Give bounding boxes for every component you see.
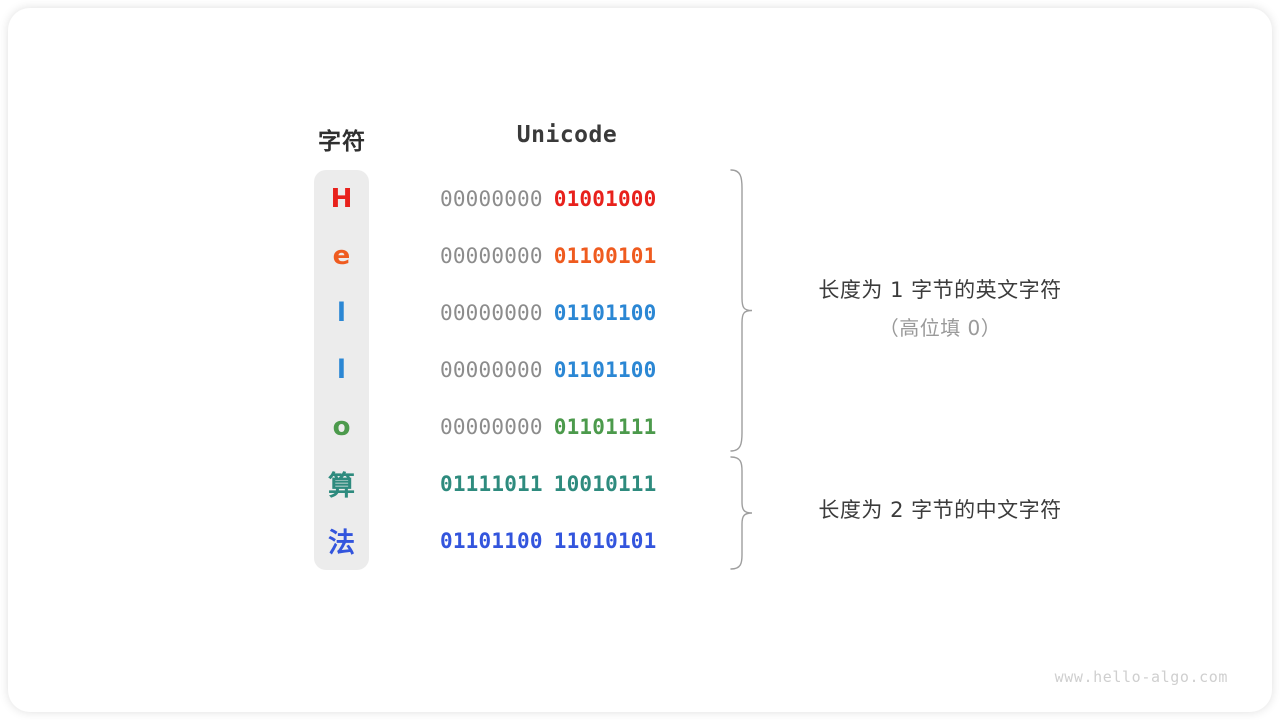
low-byte: 01101111 xyxy=(553,414,657,439)
low-byte: 01100101 xyxy=(553,243,657,268)
high-byte: 00000000 xyxy=(440,414,543,439)
annotation-cjk-main: 长度为 2 字节的中文字符 xyxy=(818,498,1062,522)
table-header-row: 字符 Unicode xyxy=(314,116,734,170)
high-byte: 00000000 xyxy=(440,243,543,268)
watermark: www.hello-algo.com xyxy=(1054,668,1228,686)
character-cell: o xyxy=(332,411,351,442)
character-cell: e xyxy=(332,240,351,271)
column-header-character: 字符 xyxy=(318,128,366,154)
unicode-binary-cell: 01111011 10010111 xyxy=(440,455,657,512)
character-cell: H xyxy=(330,183,353,214)
brace-cjk-rows xyxy=(730,456,753,570)
unicode-binary-cell: 00000000 01001000 xyxy=(440,170,657,227)
table-row: e 00000000 01100101 xyxy=(314,227,734,284)
table-row: 算 01111011 10010111 xyxy=(314,455,734,512)
unicode-table: 字符 Unicode H 00000000 01001000 e 00000000 011… xyxy=(314,116,734,570)
unicode-binary-cell: 01101100 11010101 xyxy=(440,512,657,569)
table-row: o 00000000 01101111 xyxy=(314,398,734,455)
high-byte: 00000000 xyxy=(440,357,543,382)
high-byte: 01111011 xyxy=(440,471,543,496)
high-byte: 00000000 xyxy=(440,300,543,325)
unicode-binary-cell: 00000000 01100101 xyxy=(440,227,657,284)
unicode-binary-cell: 00000000 01101100 xyxy=(440,341,657,398)
character-cell: 法 xyxy=(328,528,355,559)
high-byte: 01101100 xyxy=(440,528,543,553)
annotation-cjk: 长度为 2 字节的中文字符 xyxy=(770,494,1110,524)
annotation-ascii: 长度为 1 字节的英文字符 （高位填 0） xyxy=(770,274,1110,341)
table-rows: H 00000000 01001000 e 00000000 01100101 l 00000… xyxy=(314,170,734,569)
column-header-unicode: Unicode xyxy=(516,122,618,148)
low-byte: 01101100 xyxy=(553,357,657,382)
character-cell: 算 xyxy=(328,471,355,502)
table-row: l 00000000 01101100 xyxy=(314,284,734,341)
low-byte: 01101100 xyxy=(553,300,657,325)
high-byte: 00000000 xyxy=(440,186,543,211)
low-byte: 11010101 xyxy=(553,528,657,553)
annotation-ascii-main: 长度为 1 字节的英文字符 xyxy=(818,278,1062,302)
low-byte: 10010111 xyxy=(553,471,657,496)
annotation-ascii-sub: （高位填 0） xyxy=(878,316,1002,340)
character-column-background xyxy=(314,170,369,570)
unicode-binary-cell: 00000000 01101100 xyxy=(440,284,657,341)
figure-card: 字符 Unicode H 00000000 01001000 e 00000000 011… xyxy=(8,8,1272,712)
character-cell: l xyxy=(337,297,346,328)
character-cell: l xyxy=(337,354,346,385)
table-row: 法 01101100 11010101 xyxy=(314,512,734,569)
unicode-binary-cell: 00000000 01101111 xyxy=(440,398,657,455)
table-row: H 00000000 01001000 xyxy=(314,170,734,227)
table-row: l 00000000 01101100 xyxy=(314,341,734,398)
brace-ascii-rows xyxy=(730,169,753,452)
low-byte: 01001000 xyxy=(553,186,657,211)
